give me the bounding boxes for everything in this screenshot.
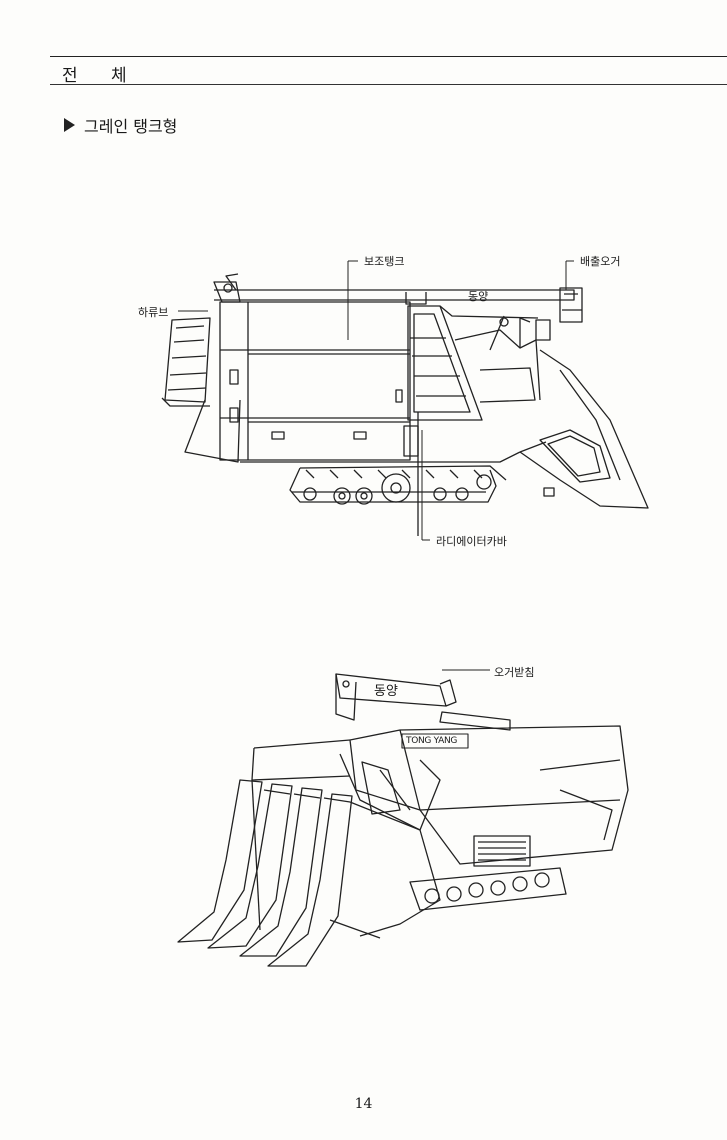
brand-auger-label: 동양 <box>374 684 398 699</box>
combine-perspective-drawing <box>177 669 629 967</box>
aux-tank-label: 보조탱크 <box>364 255 405 268</box>
brand-side-label: 동양 <box>468 290 489 303</box>
combine-side-view-drawing <box>161 260 649 541</box>
radiator-cover-label: 라디에이터카바 <box>436 535 507 548</box>
section-title: 전 체 <box>62 66 141 86</box>
discharge-auger-label: 배출오거 <box>580 255 621 268</box>
subheading: 그레인 탱크형 <box>64 113 177 137</box>
hurub-label: 하류브 <box>138 306 169 319</box>
page-number: 14 <box>354 1096 373 1112</box>
header-bottom-rule <box>50 84 727 85</box>
brand-plate-label: TONG YANG <box>406 736 458 746</box>
auger-rest-label: 오거받침 <box>494 666 535 679</box>
subheading-text: 그레인 탱크형 <box>84 117 178 136</box>
header-top-rule <box>50 56 727 57</box>
triangle-right-icon <box>64 118 75 132</box>
